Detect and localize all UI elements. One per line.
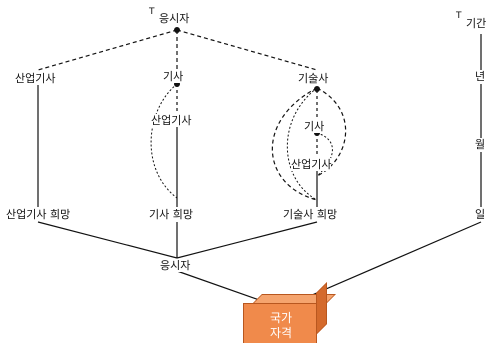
root-marker: T [149,7,155,17]
year-label: 년 [475,70,486,83]
dashed-curve-gisulsa-inner-left [286,87,318,201]
national-qualification-box: 국가 자격 [243,303,317,343]
level1-gisa-label: 기사 [163,70,184,83]
level1-sanup-label: 산업기사 [15,72,56,85]
dashed-curve-gisulsa-outer-left [271,87,318,201]
node-dot-root [174,27,180,33]
box-line2: 자격 [269,326,293,340]
gisulsa-sub-sanup-label: 산업기사 [291,158,332,171]
edge-day-box [281,221,482,309]
node-dot-gisulsa [314,86,320,92]
gisulsa-sub-gisa-label: 기사 [304,120,325,133]
dashed-curve-gisa2-right [316,132,333,177]
period-label: 기간 [466,17,487,30]
box-line1: 국가 [269,311,293,325]
dashed-edge-root-gisulsa [176,29,318,71]
month-label: 월 [475,138,486,151]
hope-gisa-label: 기사 희망 [149,208,193,221]
level1-gisulsa-label: 기술사 [298,72,329,85]
gisa-sub-sanup-label: 산업기사 [151,114,192,127]
hope-gisulsa-label: 기술사 희망 [283,208,338,221]
edge-hope3-applicant [176,221,318,259]
dashed-curve-gisa-left [150,83,178,199]
hope-sanup-label: 산업기사 희망 [6,208,71,221]
period-marker: T [456,11,462,21]
converge-applicant-label: 응시자 [160,259,191,272]
root-applicant-label: 응시자 [159,12,190,25]
dashed-edge-root-sanup [37,29,178,71]
day-label: 일 [475,208,486,221]
edge-hope1-applicant [37,221,178,259]
